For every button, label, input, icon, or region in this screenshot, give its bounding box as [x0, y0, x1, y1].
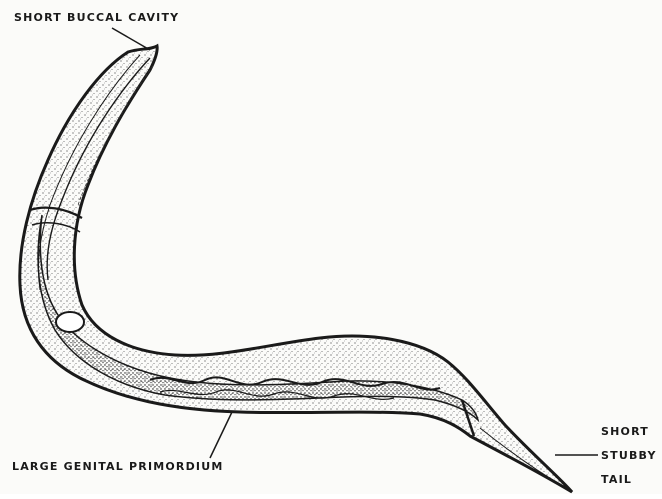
- label-large-genital-primordium: LARGE GENITAL PRIMORDIUM: [12, 461, 224, 472]
- worm-body: [20, 46, 572, 492]
- label-tail-line-1: SHORT: [601, 426, 649, 437]
- label-tail-line-2: STUBBY: [601, 450, 657, 461]
- label-short-buccal-cavity: SHORT BUCCAL CAVITY: [14, 12, 179, 23]
- genital-leader-line: [210, 412, 232, 458]
- label-tail-line-3: TAIL: [601, 474, 632, 485]
- esophageal-bulb: [56, 312, 84, 332]
- buccal-leader-line: [112, 28, 150, 50]
